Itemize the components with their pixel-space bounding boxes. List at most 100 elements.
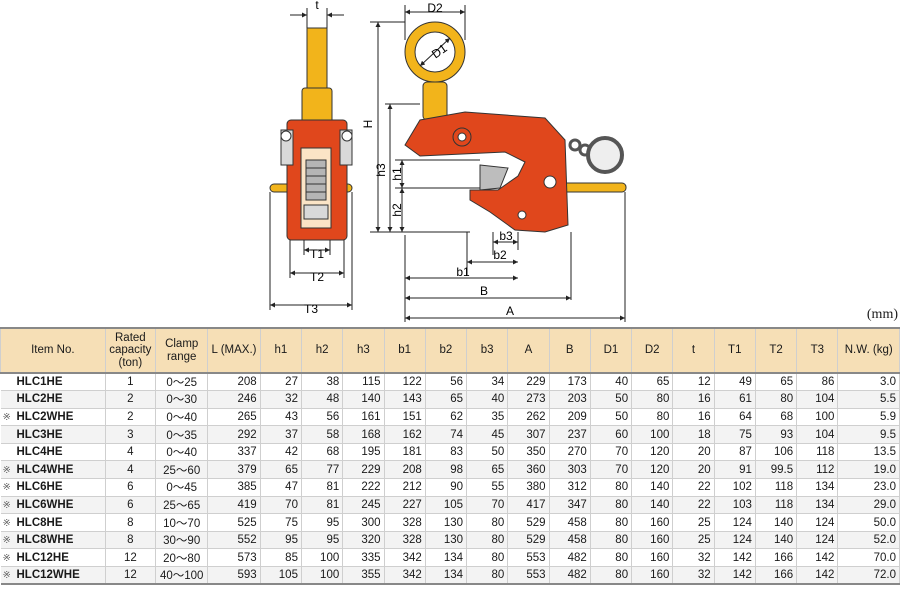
table-cell: 105 <box>425 496 468 515</box>
table-cell: 12 <box>105 566 157 586</box>
table-cell: 0～45 <box>155 478 209 497</box>
table-cell: 10～70 <box>155 513 209 532</box>
table-cell: 75 <box>260 513 302 532</box>
table-cell: 417 <box>507 496 550 515</box>
table-cell: 161 <box>342 408 385 427</box>
table-cell: 18 <box>672 425 715 444</box>
table-cell: 529 <box>507 513 550 532</box>
table-cell: 4 <box>105 443 157 462</box>
item-number-cell: ※HLC6HE <box>0 478 106 497</box>
table-cell: 227 <box>384 496 426 515</box>
table-cell: 379 <box>207 460 261 480</box>
item-number: HLC8HE <box>16 516 63 529</box>
table-cell: 27 <box>260 373 302 392</box>
table-cell: 482 <box>549 548 591 568</box>
table-cell: 75 <box>714 425 756 444</box>
table-cell: 50 <box>466 443 509 462</box>
table-cell: 222 <box>342 478 385 497</box>
column-header: b1 <box>383 327 426 374</box>
table-cell: 86 <box>796 373 839 392</box>
table-cell: 151 <box>384 408 426 427</box>
item-number-cell: ※ HLC12WHE <box>0 566 106 586</box>
table-cell: 124 <box>714 531 756 550</box>
item-number-cell: ※HLC4WHE <box>0 460 106 480</box>
item-number: HLC12WHE <box>16 569 80 582</box>
table-cell: 300 <box>342 513 385 532</box>
table-cell: 140 <box>755 513 798 532</box>
dim-label-h3: h3 <box>374 163 388 177</box>
table-cell: 34 <box>466 373 509 392</box>
table-cell: 61 <box>714 390 756 409</box>
table-cell: 0～35 <box>155 425 209 444</box>
table-cell: 98 <box>425 460 468 480</box>
table-cell: 142 <box>714 566 756 586</box>
table-cell: 9.5 <box>837 425 900 444</box>
table-cell: 50 <box>590 408 633 427</box>
table-cell: 3.0 <box>837 373 900 392</box>
table-cell: 12 <box>105 548 157 568</box>
table-cell: 360 <box>507 460 550 480</box>
table-cell: 380 <box>507 478 550 497</box>
table-cell: 142 <box>714 548 756 568</box>
table-cell: 52.0 <box>837 531 900 550</box>
table-cell: 72.0 <box>837 566 900 586</box>
column-header: T1 <box>713 327 756 374</box>
table-cell: 6 <box>105 496 157 515</box>
table-cell: 40 <box>466 390 509 409</box>
table-cell: 342 <box>384 548 426 568</box>
table-cell: 68 <box>301 443 344 462</box>
table-cell: 168 <box>342 425 385 444</box>
table-cell: 212 <box>384 478 426 497</box>
table-cell: 347 <box>549 496 591 515</box>
table-cell: 105 <box>260 566 302 586</box>
column-header: Clamp range <box>155 327 209 374</box>
column-header: T3 <box>796 327 839 374</box>
unit-label: (mm) <box>866 307 898 322</box>
table-cell: 160 <box>631 531 674 550</box>
column-header: N.W. (kg) <box>837 327 900 374</box>
table-cell: 6 <box>105 478 157 497</box>
dim-label-h1: h1 <box>390 167 404 181</box>
table-cell: 229 <box>507 373 550 392</box>
item-number: HLC6WHE <box>16 498 74 511</box>
table-cell: 130 <box>425 513 468 532</box>
dim-label-T1: T1 <box>310 247 324 261</box>
item-number-cell: ※HLC6WHE <box>0 496 106 515</box>
table-cell: 115 <box>342 373 385 392</box>
table-cell: 134 <box>796 478 839 497</box>
table-cell: 525 <box>207 513 261 532</box>
table-cell: 68 <box>755 408 798 427</box>
table-cell: 237 <box>549 425 591 444</box>
note-mark: ※ <box>2 570 11 582</box>
table-cell: 320 <box>342 531 385 550</box>
table-cell: 173 <box>549 373 591 392</box>
table-cell: 20 <box>672 460 715 480</box>
table-cell: 140 <box>342 390 385 409</box>
table-cell: 43 <box>260 408 302 427</box>
table-cell: 342 <box>384 566 426 586</box>
table-cell: 80 <box>466 548 509 568</box>
table-cell: 573 <box>207 548 261 568</box>
table-cell: 112 <box>796 460 839 480</box>
table-cell: 8 <box>105 513 157 532</box>
table-cell: 40 <box>590 373 633 392</box>
table-cell: 0～25 <box>155 373 209 392</box>
column-header: b3 <box>466 327 509 374</box>
table-cell: 65 <box>466 460 509 480</box>
table-cell: 162 <box>384 425 426 444</box>
note-mark: ※ <box>2 464 11 476</box>
column-header: D1 <box>589 327 633 374</box>
table-cell: 102 <box>714 478 756 497</box>
table-cell: 80 <box>590 531 633 550</box>
table-cell: 100 <box>301 566 344 586</box>
table-cell: 246 <box>207 390 261 409</box>
table-cell: 47 <box>260 478 302 497</box>
table-cell: 80 <box>590 478 633 497</box>
table-cell: 482 <box>549 566 591 586</box>
table-cell: 2 <box>105 408 157 427</box>
table-cell: 350 <box>507 443 550 462</box>
table-cell: 181 <box>384 443 426 462</box>
